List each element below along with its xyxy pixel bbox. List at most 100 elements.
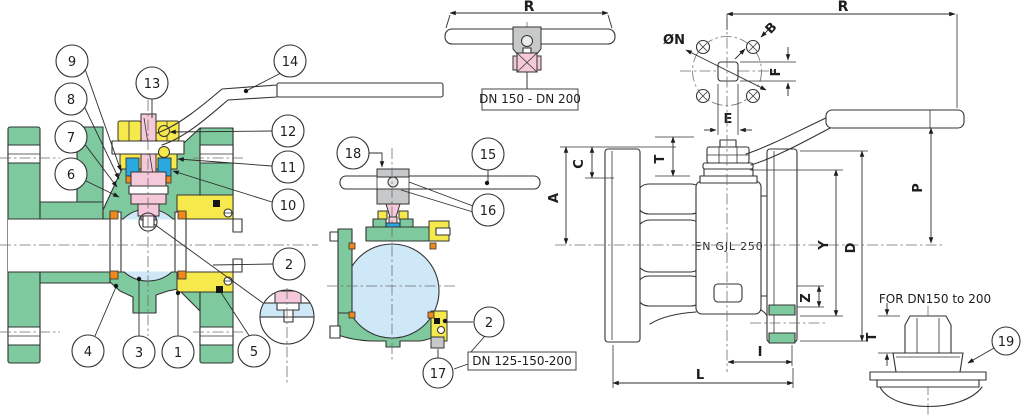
svg-text:18: 18 bbox=[345, 147, 362, 162]
svg-text:17: 17 bbox=[430, 367, 447, 382]
dim-Y: Y bbox=[750, 169, 843, 317]
mid-bonnet-lug-right bbox=[399, 218, 414, 228]
detail-stem-nut bbox=[904, 315, 952, 354]
spigot-bottom bbox=[232, 258, 243, 273]
lever-handle bbox=[156, 82, 444, 146]
seat-seals bbox=[109, 210, 187, 280]
svg-text:3: 3 bbox=[135, 346, 143, 361]
detail-gland-ring bbox=[892, 352, 964, 373]
callout-13: 13 bbox=[135, 66, 169, 100]
side-flange-left bbox=[604, 148, 641, 343]
callout-8: 8 bbox=[54, 82, 88, 116]
detail-dome bbox=[879, 386, 983, 408]
stem-tip bbox=[142, 215, 155, 228]
dim-I: I bbox=[727, 345, 793, 366]
mid-bonnet-lug-left bbox=[372, 218, 387, 228]
svg-text:7: 7 bbox=[67, 131, 75, 146]
flange-bolt-holes bbox=[7, 144, 234, 346]
callout-15: 15 bbox=[471, 137, 505, 171]
seat-right bbox=[174, 211, 187, 273]
mid-body-wall-left bbox=[337, 228, 353, 314]
callout-18: 18 bbox=[336, 136, 370, 170]
flange-section-patch-top bbox=[768, 304, 796, 316]
callout-10: 10 bbox=[271, 188, 305, 222]
mounting-pad-top-view: ØN B F E bbox=[663, 20, 796, 135]
dim-R-side: R bbox=[726, 0, 958, 108]
callout-leaders-mid bbox=[369, 152, 490, 370]
gland-detail-view: FOR DN150 to 200 T 19 bbox=[865, 292, 1021, 417]
svg-text:2: 2 bbox=[485, 316, 493, 331]
dim-label-B: B bbox=[763, 20, 781, 38]
dim-label-R: R bbox=[524, 0, 535, 15]
mid-handle-mount bbox=[376, 168, 410, 205]
spigot-top bbox=[232, 218, 243, 233]
left-valve-section-view: 9 8 7 6 13 14 12 11 10 2 4 3 1 5 bbox=[0, 44, 444, 383]
dim-label-D: D bbox=[844, 242, 859, 253]
stem-gland-assembly bbox=[111, 113, 185, 232]
dim-T-detail: T bbox=[865, 303, 900, 366]
mid-insert-slot bbox=[435, 227, 451, 236]
handle-bar-side bbox=[825, 109, 965, 129]
detail-range-label: FOR DN150 to 200 bbox=[879, 292, 991, 306]
bonnet-plate-upper bbox=[703, 168, 754, 177]
handle-arm bbox=[745, 116, 833, 166]
callout-1: 1 bbox=[161, 335, 195, 369]
flange-section-patch-bottom bbox=[768, 332, 796, 344]
mount-knob bbox=[521, 35, 533, 47]
dim-Z: Z bbox=[797, 285, 824, 308]
stem-collar bbox=[137, 203, 160, 217]
dim-label-F: F bbox=[769, 68, 784, 77]
svg-text:DN 125-150-200: DN 125-150-200 bbox=[472, 354, 571, 368]
mid-bonnet bbox=[365, 226, 432, 242]
callout-5: 5 bbox=[237, 334, 271, 368]
dim-D: D bbox=[800, 150, 868, 342]
callout-19: 19 bbox=[991, 326, 1021, 356]
body-seal-top bbox=[213, 200, 220, 207]
body-arm-bottom bbox=[39, 271, 111, 284]
leader-19 bbox=[967, 347, 995, 364]
callout-3: 3 bbox=[122, 335, 156, 369]
label-box-handle-range: DN 150 - DN 200 bbox=[479, 88, 581, 111]
drain-boss bbox=[713, 283, 743, 303]
mid-seat-seals bbox=[348, 242, 437, 319]
dim-label-L: L bbox=[696, 368, 704, 383]
svg-text:16: 16 bbox=[480, 204, 497, 219]
detail-plate-upper bbox=[869, 371, 987, 381]
dim-label-P: P bbox=[911, 183, 926, 193]
dim-L: L bbox=[612, 345, 794, 388]
svg-text:14: 14 bbox=[282, 55, 299, 70]
dim-T-side: T bbox=[653, 136, 694, 177]
svg-text:9: 9 bbox=[68, 55, 76, 70]
callout-17: 17 bbox=[422, 357, 454, 389]
dim-N: ØN bbox=[663, 33, 767, 91]
callout-11: 11 bbox=[271, 150, 305, 184]
dim-label-E: E bbox=[724, 112, 733, 127]
dim-label-R2: R bbox=[838, 0, 849, 15]
dim-label-I: I bbox=[758, 345, 763, 360]
svg-text:8: 8 bbox=[67, 93, 75, 108]
callout-12: 12 bbox=[271, 114, 305, 148]
body-lobe-top bbox=[635, 183, 705, 215]
screw-head-top bbox=[158, 125, 170, 137]
dim-label-T2: T bbox=[865, 332, 880, 341]
valve-body-outline: EN GJL 250 bbox=[604, 109, 965, 344]
material-marking: EN GJL 250 bbox=[694, 240, 763, 253]
dim-label-T: T bbox=[653, 154, 668, 163]
stem-adapter bbox=[512, 52, 542, 73]
svg-text:11: 11 bbox=[280, 161, 297, 176]
centerlines-side-view bbox=[555, 18, 945, 372]
centerlines-left-view bbox=[0, 100, 318, 336]
dim-A: A bbox=[547, 146, 676, 245]
dim-label-N: ØN bbox=[663, 33, 685, 48]
callout-6: 6 bbox=[54, 157, 88, 191]
body-lobe-bottom bbox=[635, 275, 705, 307]
bore bbox=[8, 219, 242, 272]
svg-text:DN 150 - DN 200: DN 150 - DN 200 bbox=[479, 92, 581, 106]
svg-text:6: 6 bbox=[67, 168, 75, 183]
mid-stud bbox=[436, 325, 446, 335]
handle-grip bbox=[276, 82, 444, 98]
dim-E: E bbox=[704, 84, 752, 135]
stem-washer bbox=[702, 162, 754, 170]
